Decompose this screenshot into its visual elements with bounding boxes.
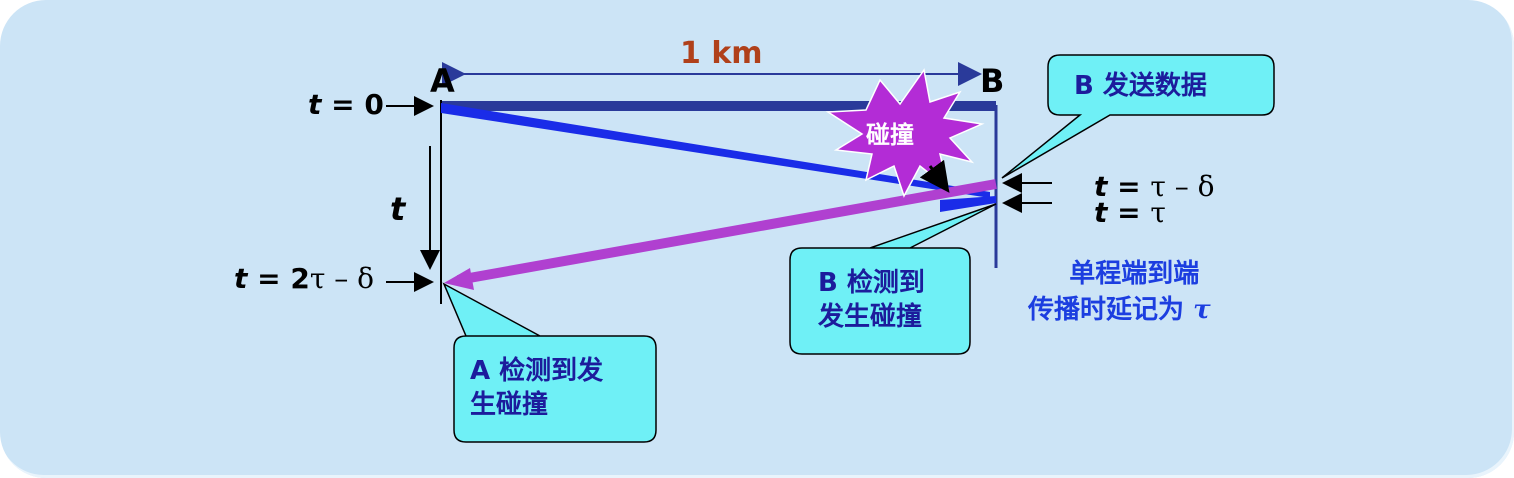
a-detects-text: A 检测到发 生碰撞 xyxy=(470,356,604,420)
collision-label: 碰撞 xyxy=(866,121,914,149)
callout-b-detects xyxy=(789,203,997,355)
b-time-label-1: t = τ – δ xyxy=(1094,170,1215,203)
b-sends-text: B 发送数据 xyxy=(1074,71,1207,101)
callout-b-sends xyxy=(1001,54,1275,179)
a-detect-time-label: t = 2τ – δ xyxy=(234,262,375,295)
b-time-label-2: t = τ xyxy=(1094,196,1166,229)
point-a-label: A xyxy=(430,62,455,100)
b-detects-text: B 检测到 发生碰撞 xyxy=(818,268,925,332)
signal-from-a xyxy=(441,103,990,198)
signal-from-b-arrowhead xyxy=(444,268,474,290)
delay-note: 单程端到端 传播时延记为 τ xyxy=(1028,259,1211,325)
collision-pointer xyxy=(919,159,950,193)
signal-from-b xyxy=(457,179,997,285)
t0-label: t = 0 xyxy=(308,88,384,121)
distance-label: 1 km xyxy=(680,36,763,71)
callout-a-detects xyxy=(442,282,657,443)
signal-from-a-tail xyxy=(940,196,996,212)
point-b-label: B xyxy=(980,62,1005,100)
cable-bar xyxy=(440,101,996,111)
time-axis-label: t xyxy=(390,190,406,228)
